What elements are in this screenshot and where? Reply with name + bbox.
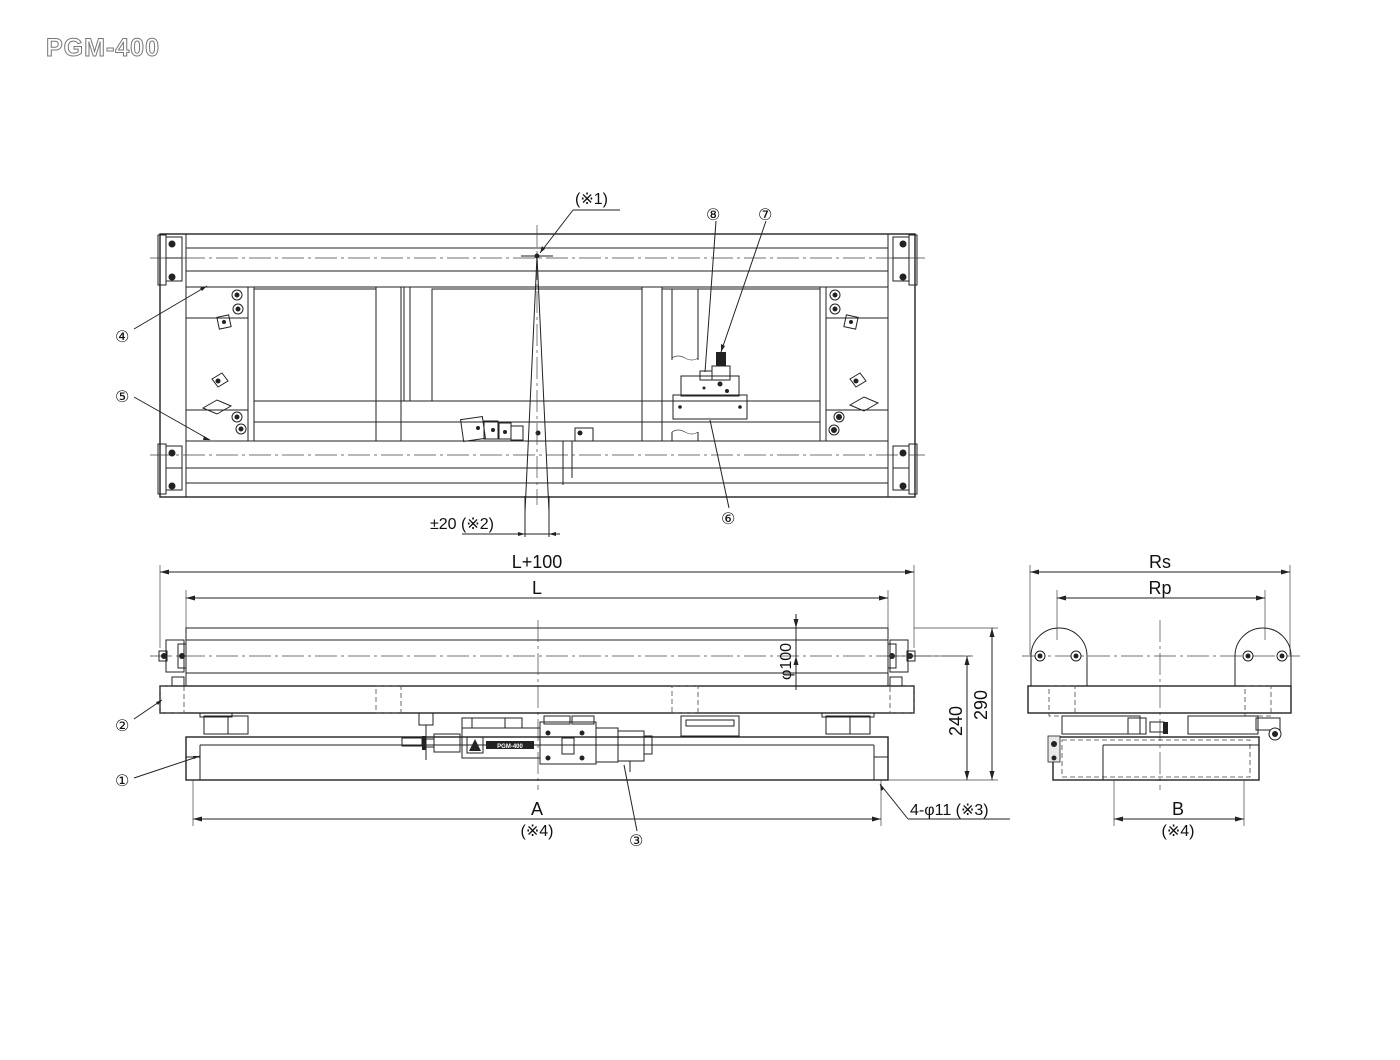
dim-l-plus-100: L+100 xyxy=(512,552,563,572)
plan-view xyxy=(133,209,925,537)
end-bracket-top-left xyxy=(157,234,183,286)
actuator-plan xyxy=(460,416,594,485)
dim-rp: Rp xyxy=(1148,578,1171,598)
part-1-label: ① xyxy=(115,773,129,790)
note-1-label: (※1) xyxy=(575,191,608,208)
dim-b-note: (※4) xyxy=(1162,823,1195,840)
dim-l: L xyxy=(532,578,542,598)
part-5-label: ⑤ xyxy=(115,389,129,406)
dim-b: B xyxy=(1172,799,1184,819)
dim-a-note: (※4) xyxy=(521,823,554,840)
drawing-title: PGM-400 xyxy=(46,34,160,63)
actuator-side: PGM-400 xyxy=(401,712,653,772)
part-2-label: ② xyxy=(115,718,129,735)
part-4-label: ④ xyxy=(115,329,129,346)
dim-phi-100: φ100 xyxy=(778,643,795,680)
holes-label: 4-φ11 (※3) xyxy=(910,802,989,819)
part-7-label: ⑦ xyxy=(758,207,772,224)
note-2-label: ±20 (※2) xyxy=(430,516,494,533)
end-view xyxy=(1022,565,1300,826)
end-bracket-bottom-left xyxy=(157,443,183,495)
dim-290: 290 xyxy=(971,690,991,720)
guide-rollers-right xyxy=(828,289,880,436)
front-view: PGM-400 xyxy=(133,565,1010,832)
dim-240: 240 xyxy=(946,706,966,736)
guide-rollers-left xyxy=(201,289,247,435)
part-3-label: ③ xyxy=(629,833,643,850)
part-6-label: ⑥ xyxy=(721,511,735,528)
end-bracket-top-right xyxy=(892,234,918,286)
dim-rs: Rs xyxy=(1149,552,1171,572)
dim-a: A xyxy=(531,799,543,819)
part-8-label: ⑧ xyxy=(706,207,720,224)
end-bracket-bottom-right xyxy=(892,443,918,495)
sensor-box xyxy=(672,352,748,420)
actuator-nameplate: PGM-400 xyxy=(497,744,523,750)
